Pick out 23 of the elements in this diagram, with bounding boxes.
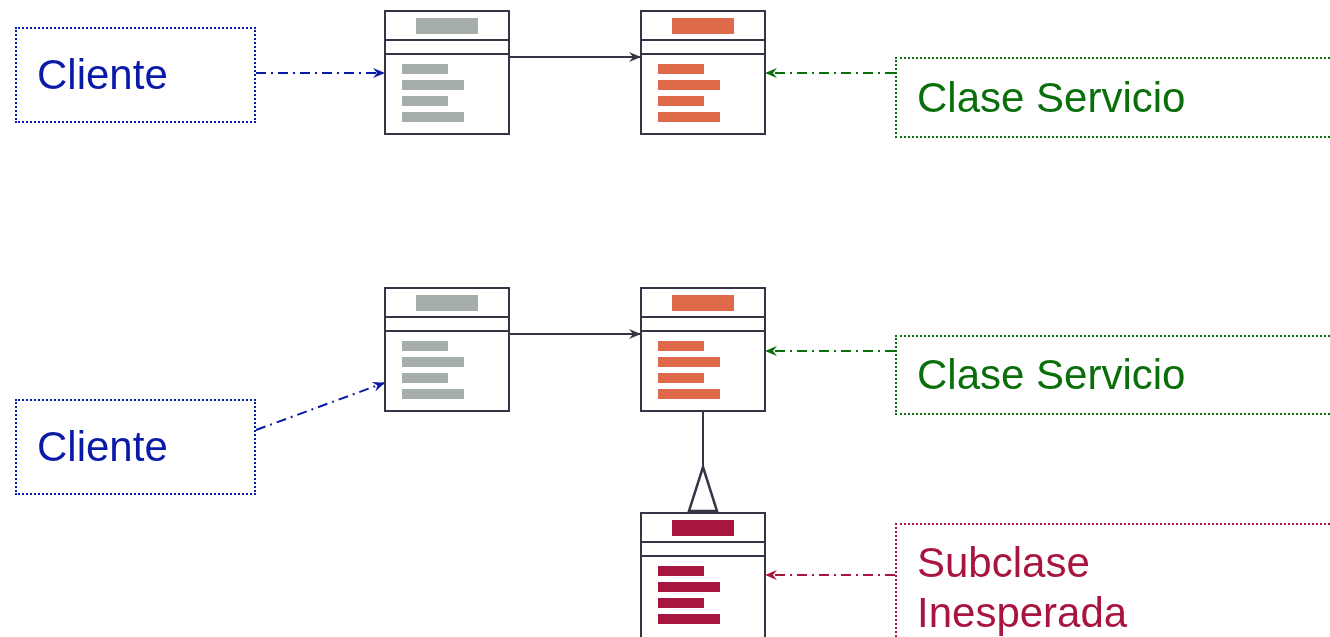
note-box (895, 57, 1330, 138)
class-box (640, 287, 766, 412)
class-box (640, 10, 766, 135)
note-box (15, 27, 256, 123)
arrow (765, 346, 896, 356)
note-text: Clase Servicio (917, 350, 1187, 400)
arrow (509, 329, 641, 339)
class-box (384, 287, 510, 412)
note-box (895, 523, 1330, 637)
class-box (384, 10, 510, 135)
note-text: Cliente (37, 422, 169, 472)
class-box (640, 512, 766, 637)
note-text: Cliente (37, 50, 169, 100)
arrow (255, 382, 385, 431)
arrow (255, 68, 385, 78)
note-box (895, 335, 1330, 415)
note-box (15, 399, 256, 495)
note-text: Subclase Inesperada (917, 538, 1129, 637)
note-text: Clase Servicio (917, 72, 1187, 123)
inheritance-line (687, 411, 719, 513)
arrow (765, 570, 896, 580)
arrow (509, 52, 641, 62)
arrow (765, 68, 896, 78)
